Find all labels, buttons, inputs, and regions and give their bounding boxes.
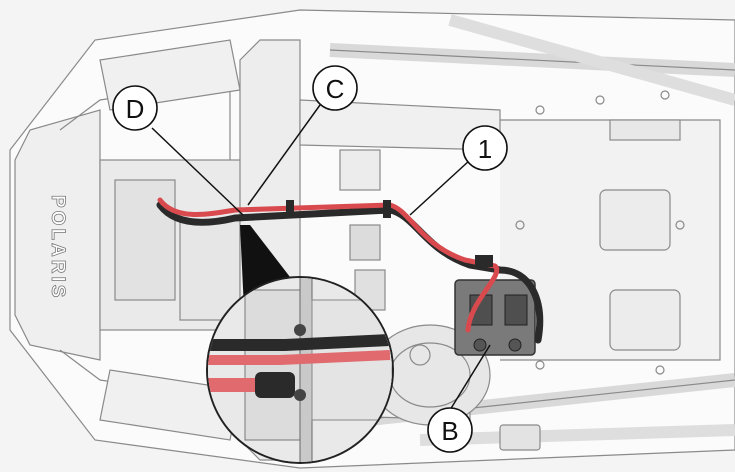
leader-line-b bbox=[449, 344, 491, 411]
battery bbox=[454, 279, 536, 356]
leader-line-1 bbox=[409, 159, 471, 216]
callout-c-label: C bbox=[326, 74, 345, 104]
callout-d-label: D bbox=[126, 94, 145, 124]
leader-lines bbox=[151, 104, 491, 411]
cable-assembly bbox=[156, 197, 544, 344]
polaris-logo: POLARIS bbox=[47, 195, 69, 301]
callout-c: C bbox=[312, 65, 358, 111]
callout-d: D bbox=[112, 85, 158, 131]
callout-1: 1 bbox=[462, 125, 508, 171]
callout-b-label: B bbox=[441, 416, 458, 446]
leader-line-c bbox=[247, 104, 321, 206]
polaris-logo-text: POLARIS bbox=[47, 195, 68, 300]
callout-1-label: 1 bbox=[478, 134, 492, 164]
callout-b: B bbox=[427, 407, 473, 453]
leader-line-d bbox=[151, 127, 244, 216]
detail-magnifier-inset bbox=[206, 276, 394, 464]
